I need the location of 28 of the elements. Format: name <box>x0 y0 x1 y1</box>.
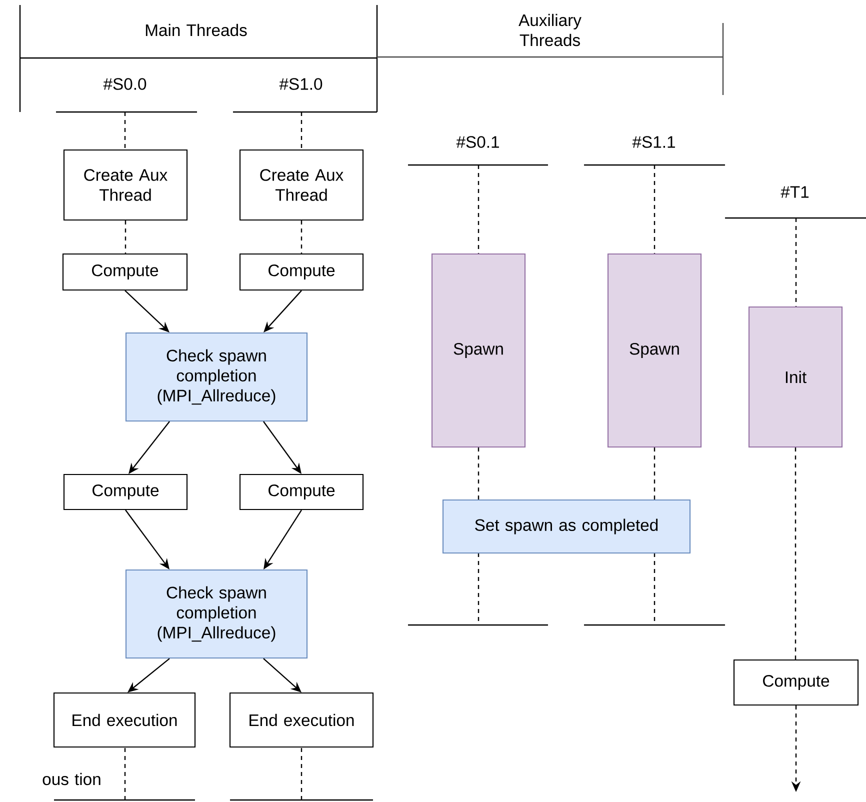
lifeline <box>300 220 302 254</box>
column-heading: #S1.0 <box>279 78 322 90</box>
lifeline <box>794 448 796 660</box>
lifeline <box>124 220 126 254</box>
process-box: Compute <box>733 659 859 706</box>
process-box: Compute <box>62 253 188 291</box>
process-box: End execution <box>53 692 196 748</box>
column-heading: #S0.0 <box>103 78 146 90</box>
process-box: Compute <box>239 474 364 510</box>
column-heading: #T1 <box>780 186 809 198</box>
column-heading: #S0.1 <box>456 136 499 148</box>
process-box: Create Aux Thread <box>239 149 364 221</box>
activity-box: Spawn <box>607 253 702 448</box>
column-heading: Auxiliary Threads <box>518 14 582 46</box>
process-box: Create Aux Thread <box>63 149 188 221</box>
sync-box: Set spawn as completed <box>442 499 691 554</box>
column-heading: #S1.1 <box>632 136 675 148</box>
lifeline <box>478 448 480 500</box>
lifeline <box>654 448 656 500</box>
process-box: Compute <box>63 474 188 510</box>
activity-box: Spawn <box>431 253 526 448</box>
process-box: Compute <box>239 253 364 291</box>
sync-box: Check spawn completion (MPI_Allreduce) <box>125 332 308 422</box>
process-box: End execution <box>229 692 374 748</box>
column-heading: Main Threads <box>146 24 247 36</box>
note-text: ous tion <box>42 772 100 786</box>
sync-box: Check spawn completion (MPI_Allreduce) <box>125 569 308 659</box>
activity-box: Init <box>748 306 843 448</box>
